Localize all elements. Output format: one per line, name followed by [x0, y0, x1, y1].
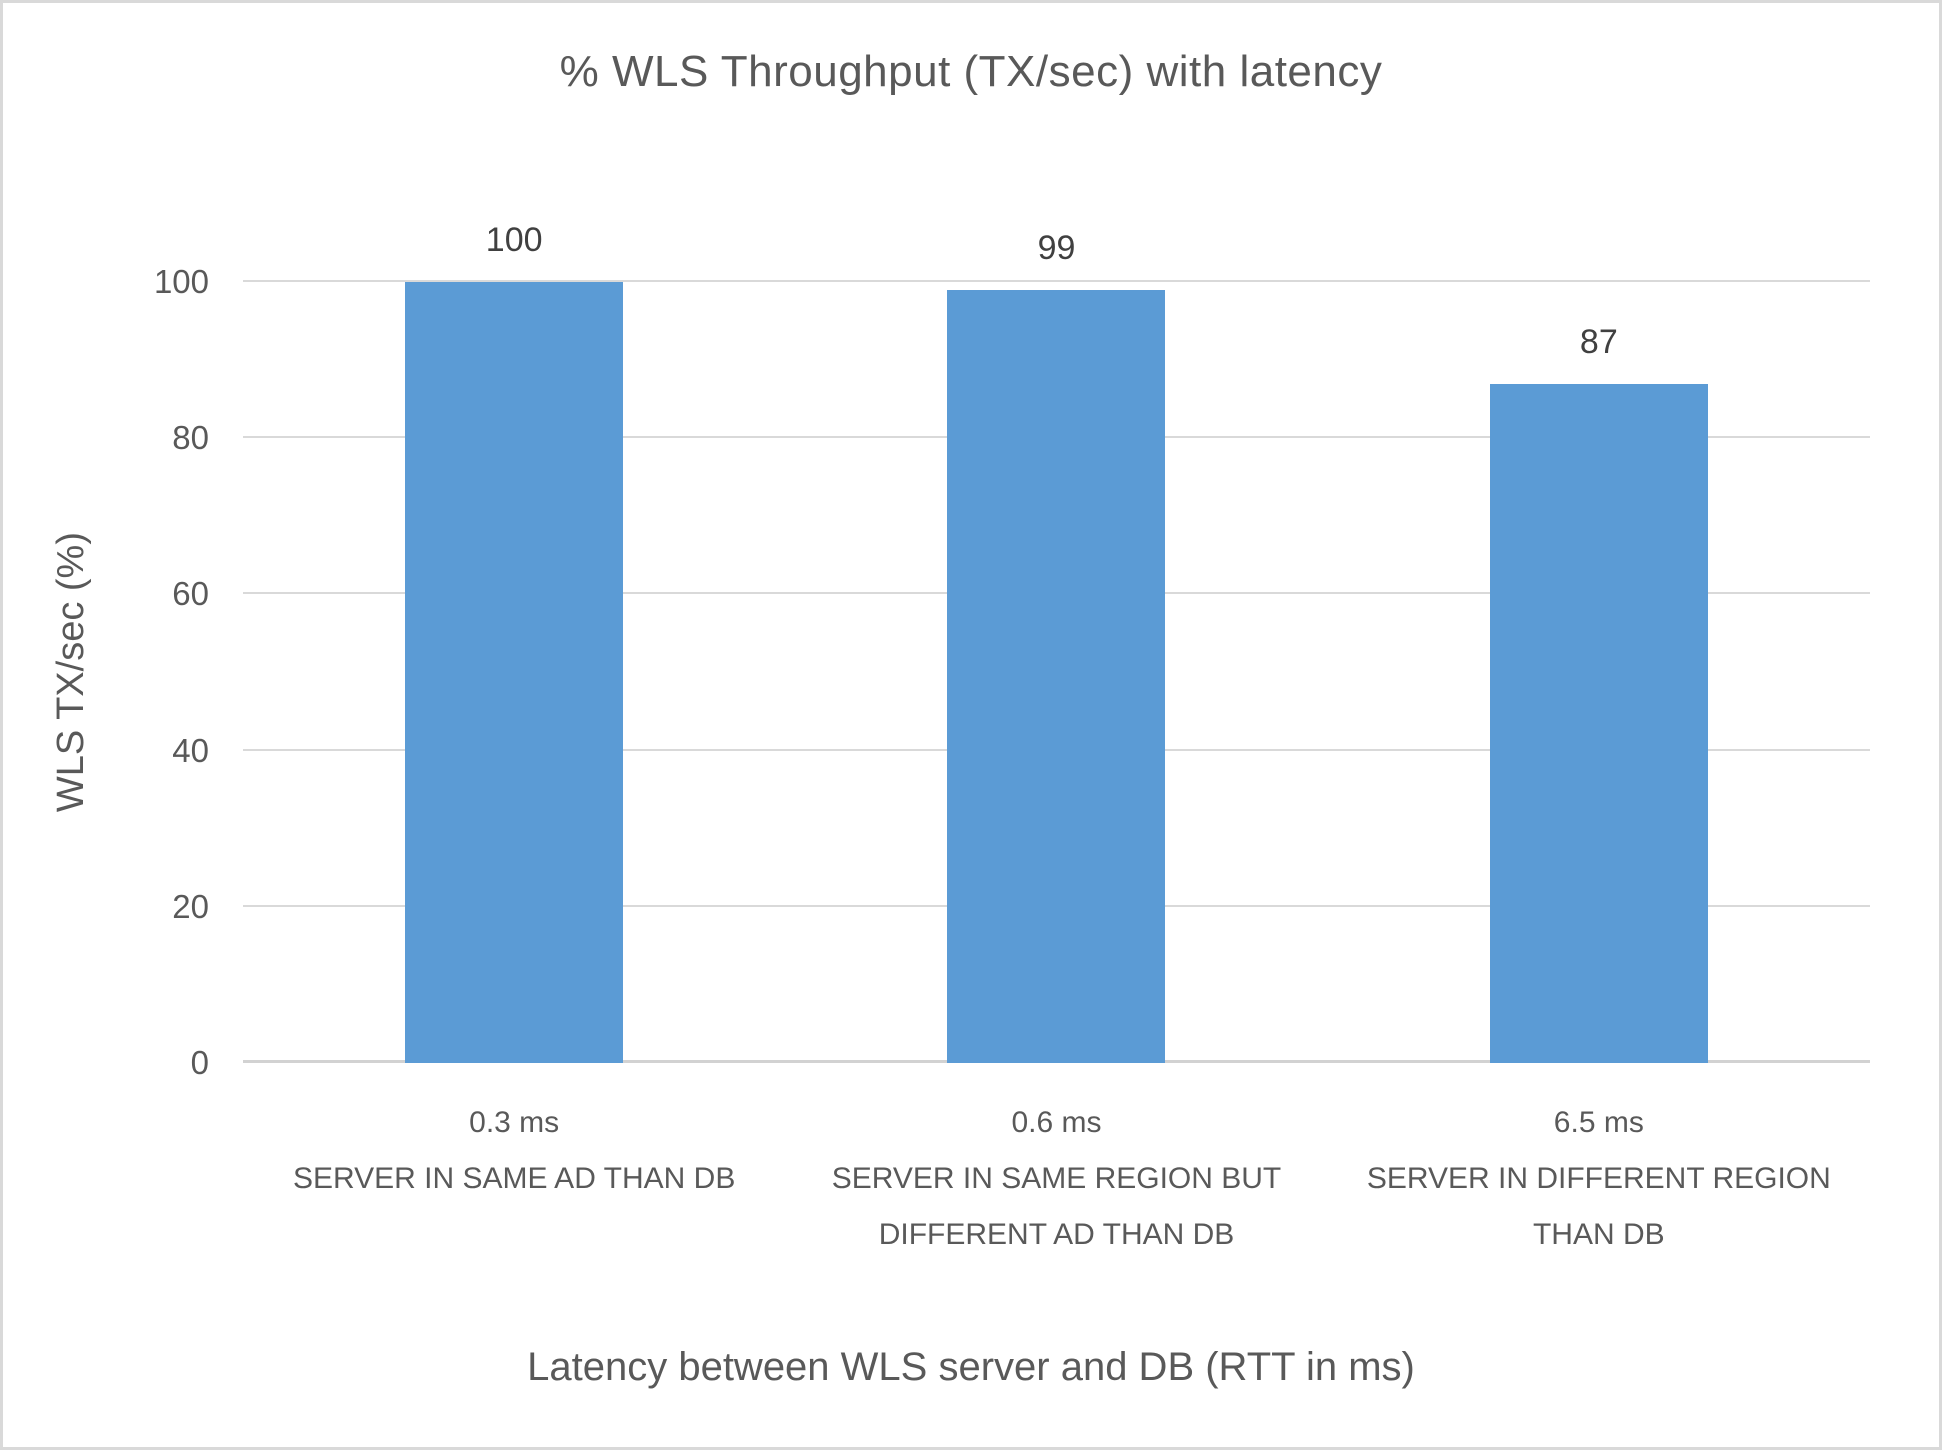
category-desc-line: SERVER IN SAME REGION BUT	[831, 1162, 1282, 1195]
plot-area: 0 20 40 60 80 100 100 99 87	[154, 221, 1870, 1081]
bar-value-label: 87	[1579, 322, 1618, 361]
bar	[1489, 383, 1708, 1063]
y-tick-label: 0	[190, 1044, 209, 1081]
y-tick-label: 80	[172, 419, 209, 457]
y-axis-title: WLS TX/sec (%)	[41, 282, 101, 1063]
category-desc-line: THAN DB	[1532, 1218, 1665, 1251]
y-tick-label: 60	[172, 575, 209, 613]
gridline	[243, 280, 1870, 282]
y-axis-title-text: WLS TX/sec (%)	[49, 532, 92, 813]
bar	[405, 282, 624, 1063]
category-rtt: 0.6 ms	[1011, 1106, 1102, 1139]
category-desc-line: DIFFERENT AD THAN DB	[878, 1218, 1235, 1251]
bar-slot: 99	[785, 229, 1327, 1063]
category-rtt: 0.3 ms	[469, 1106, 560, 1139]
category-rtt: 6.5 ms	[1553, 1106, 1644, 1139]
bar-value-label: 99	[1037, 228, 1076, 267]
category-label: 6.5 ms SERVER IN DIFFERENT REGION THAN DB	[1328, 1095, 1870, 1263]
category-desc-line: SERVER IN DIFFERENT REGION	[1366, 1162, 1831, 1195]
y-tick-label: 20	[172, 887, 209, 925]
y-tick-label: 100	[153, 263, 209, 300]
bar-slot: 87	[1328, 282, 1870, 1063]
bar	[947, 289, 1166, 1063]
category-axis: 0.3 ms SERVER IN SAME AD THAN DB 0.6 ms SER…	[243, 1095, 1870, 1263]
category-label: 0.6 ms SERVER IN SAME REGION BUT DIFFERENT…	[785, 1095, 1327, 1263]
bar-value-label: 100	[485, 221, 543, 259]
category-desc-line: SERVER IN SAME AD THAN DB	[292, 1162, 736, 1195]
y-tick-label: 40	[172, 731, 209, 769]
category-label: 0.3 ms SERVER IN SAME AD THAN DB	[243, 1095, 785, 1263]
bar-slot: 100	[243, 221, 785, 1063]
chart-title: % WLS Throughput (TX/sec) with latency	[559, 47, 1383, 96]
x-axis-title: Latency between WLS server and DB (RTT i…	[527, 1345, 1415, 1389]
